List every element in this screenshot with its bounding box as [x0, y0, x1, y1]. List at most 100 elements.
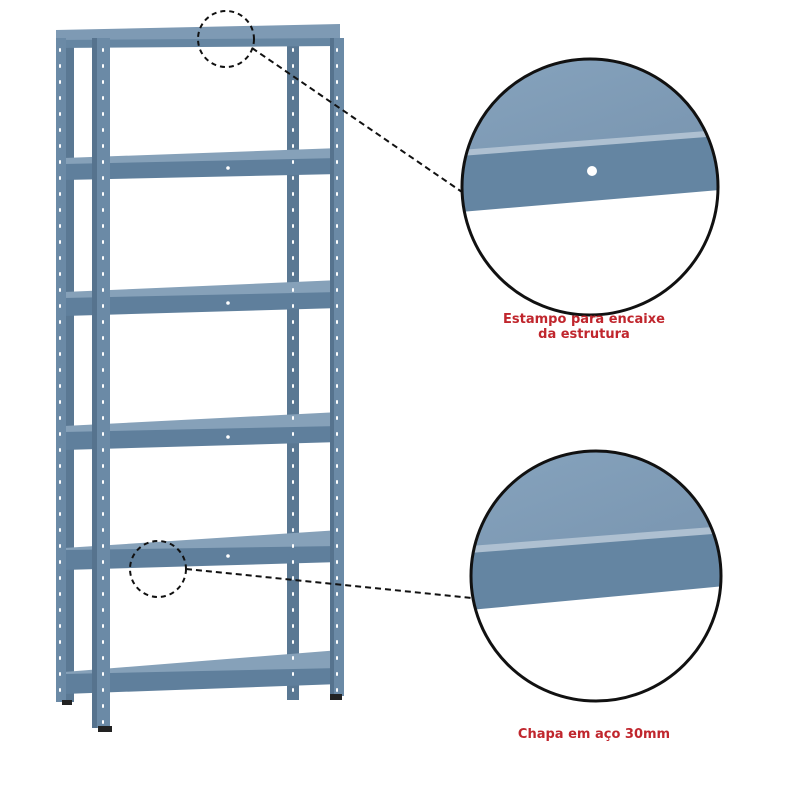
hole-icon: [226, 435, 230, 439]
front-right-upright-side: [330, 38, 334, 696]
perforation-hole: [59, 432, 61, 436]
perforation-hole: [102, 512, 104, 516]
perforation-hole: [59, 528, 61, 532]
perforation-hole: [102, 224, 104, 228]
perforation-hole: [336, 448, 338, 452]
hole-icon: [226, 554, 230, 558]
perforation-hole: [59, 368, 61, 372]
perforation-hole: [102, 288, 104, 292]
perforation-hole: [292, 112, 294, 116]
perforation-hole: [336, 112, 338, 116]
perforation-hole: [102, 240, 104, 244]
perforation-hole: [59, 144, 61, 148]
perforation-hole: [59, 672, 61, 676]
perforation-hole: [102, 128, 104, 132]
perforation-hole: [336, 688, 338, 692]
perforation-hole: [336, 256, 338, 260]
perforation-hole: [336, 320, 338, 324]
perforation-hole: [102, 720, 104, 724]
perforation-hole: [59, 512, 61, 516]
perforation-hole: [59, 624, 61, 628]
perforation-hole: [336, 224, 338, 228]
perforation-hole: [336, 128, 338, 132]
perforation-hole: [336, 64, 338, 68]
perforation-hole: [59, 272, 61, 276]
front-left-upright-side: [92, 38, 97, 728]
perforation-hole: [102, 672, 104, 676]
perforation-hole: [292, 480, 294, 484]
perforation-hole: [292, 512, 294, 516]
perforation-hole: [59, 48, 61, 52]
perforation-hole: [102, 624, 104, 628]
perforation-hole: [102, 64, 104, 68]
perforation-hole: [102, 368, 104, 372]
perforation-hole: [59, 400, 61, 404]
perforation-hole: [292, 272, 294, 276]
connector-line-top: [251, 47, 463, 193]
perforation-hole: [292, 320, 294, 324]
perforation-hole: [336, 240, 338, 244]
perforation-hole: [336, 400, 338, 404]
perforation-hole: [102, 656, 104, 660]
perforation-hole: [102, 176, 104, 180]
foot-front-right: [330, 694, 342, 700]
foot-rear-left: [62, 700, 72, 705]
perforation-hole: [336, 304, 338, 308]
callout-label-bottom: Chapa em aço 30mm: [474, 727, 714, 742]
perforation-hole: [336, 656, 338, 660]
perforation-hole: [292, 48, 294, 52]
perforation-hole: [336, 672, 338, 676]
perforation-hole: [59, 592, 61, 596]
perforation-hole: [336, 512, 338, 516]
perforation-hole: [102, 480, 104, 484]
hole-icon: [587, 166, 597, 176]
perforation-hole: [336, 544, 338, 548]
perforation-hole: [102, 608, 104, 612]
perforation-hole: [336, 368, 338, 372]
perforation-hole: [292, 448, 294, 452]
perforation-hole: [336, 464, 338, 468]
perforation-hole: [292, 640, 294, 644]
perforation-hole: [59, 176, 61, 180]
perforation-hole: [292, 208, 294, 212]
perforation-hole: [59, 560, 61, 564]
hole-icon: [226, 301, 230, 305]
perforation-hole: [292, 224, 294, 228]
perforation-hole: [336, 480, 338, 484]
callout-bottom-line1: Chapa em aço 30mm: [517, 727, 671, 742]
perforation-hole: [59, 64, 61, 68]
perforation-hole: [336, 192, 338, 196]
perforation-hole: [336, 496, 338, 500]
perforation-hole: [102, 384, 104, 388]
perforation-hole: [292, 576, 294, 580]
perforation-hole: [336, 144, 338, 148]
perforation-hole: [102, 160, 104, 164]
perforation-hole: [292, 304, 294, 308]
zoom-detail-top: [460, 57, 720, 317]
perforation-hole: [59, 416, 61, 420]
perforation-hole: [292, 416, 294, 420]
perforation-hole: [292, 560, 294, 564]
hole-icon: [226, 166, 230, 170]
perforation-hole: [102, 496, 104, 500]
perforation-hole: [102, 112, 104, 116]
perforation-hole: [336, 528, 338, 532]
perforation-hole: [59, 352, 61, 356]
perforation-hole: [102, 448, 104, 452]
perforation-hole: [292, 544, 294, 548]
perforation-hole: [59, 576, 61, 580]
perforation-hole: [59, 464, 61, 468]
perforation-hole: [336, 80, 338, 84]
perforation-hole: [292, 192, 294, 196]
perforation-hole: [59, 688, 61, 692]
callout-top-line1: Estampo para encaixe: [503, 312, 665, 327]
perforation-hole: [59, 288, 61, 292]
perforation-hole: [59, 256, 61, 260]
perforation-hole: [102, 304, 104, 308]
perforation-hole: [336, 176, 338, 180]
perforation-hole: [102, 560, 104, 564]
perforation-hole: [59, 480, 61, 484]
perforation-hole: [59, 544, 61, 548]
perforation-hole: [102, 320, 104, 324]
